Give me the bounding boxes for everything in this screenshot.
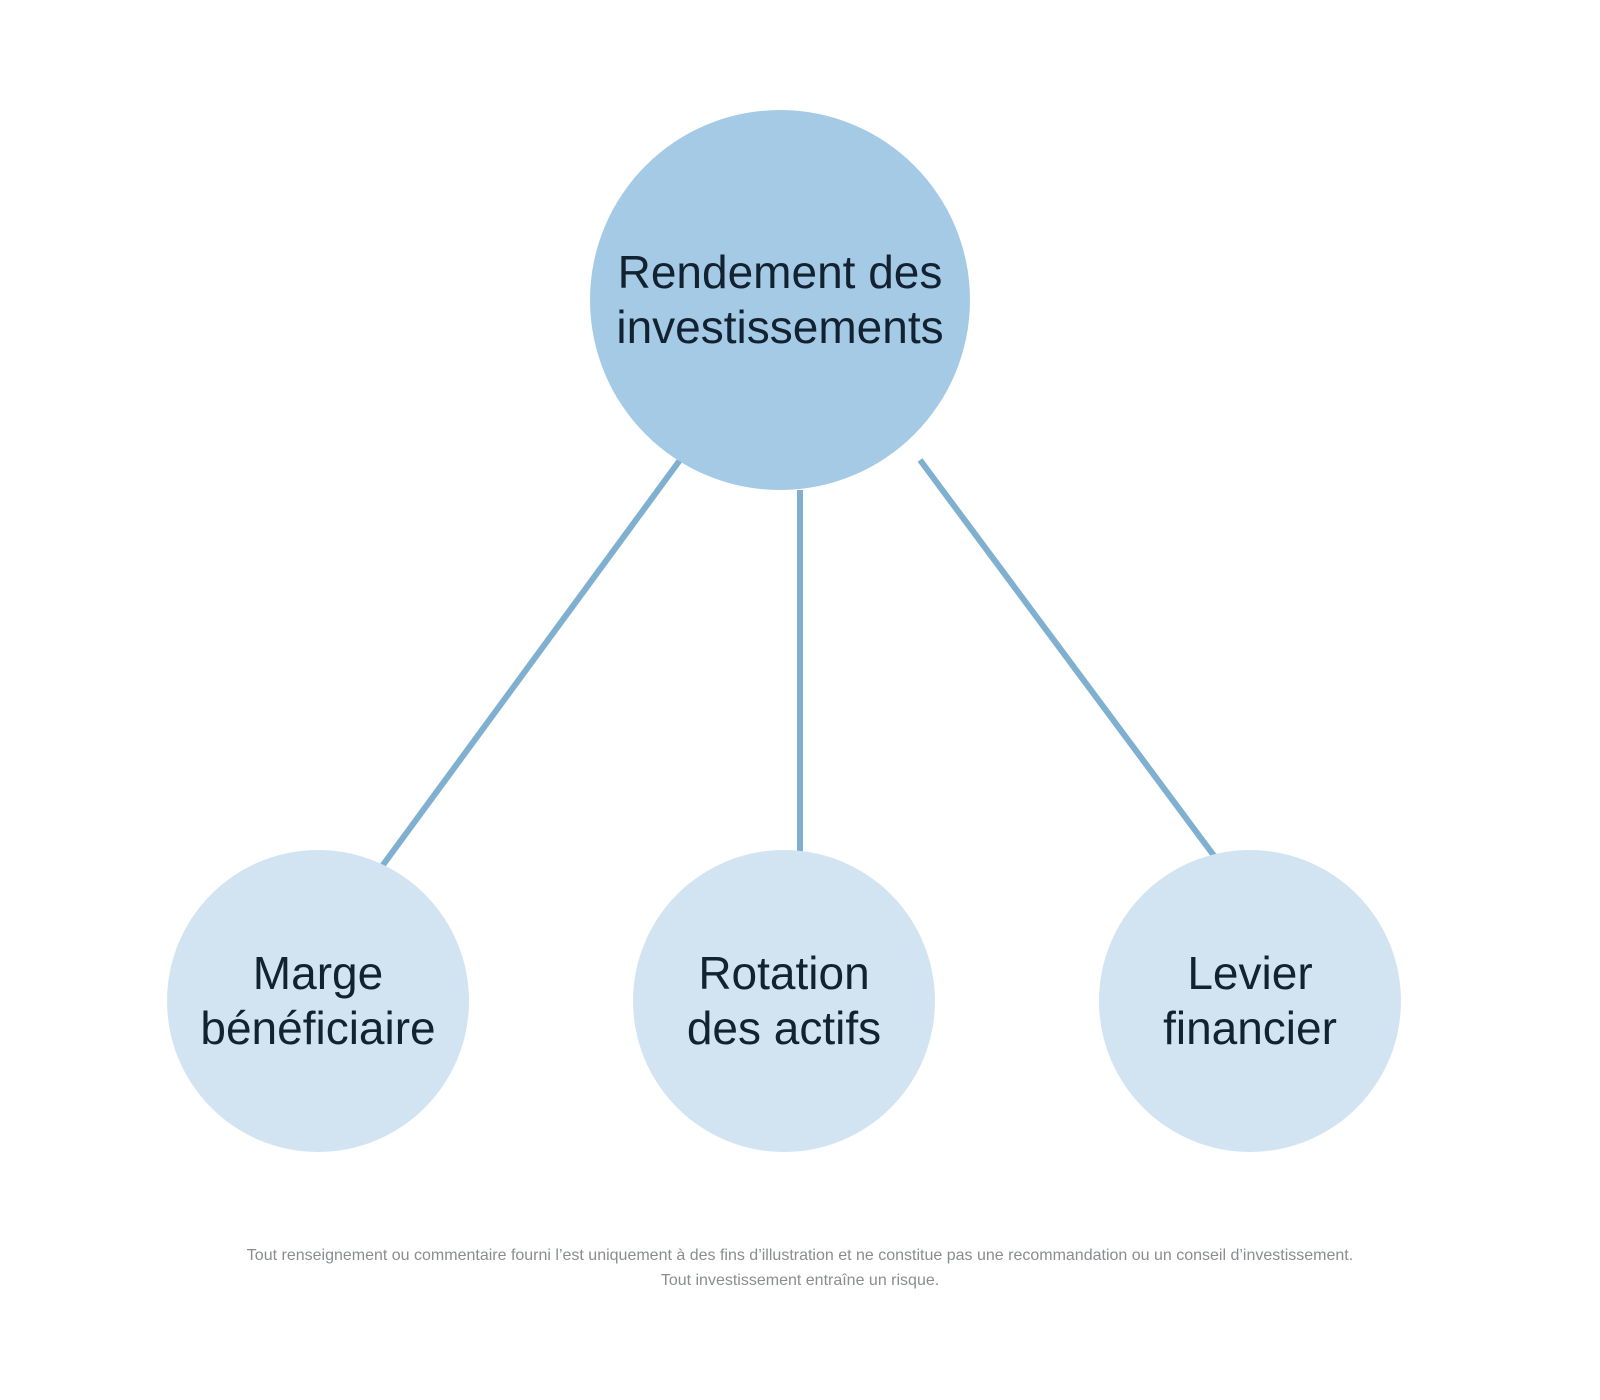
child-node-asset-turnover: Rotation des actifs (633, 850, 935, 1152)
child-node-profit-margin: Marge bénéficiaire (167, 850, 469, 1152)
child-label-line1: Marge (252, 946, 384, 999)
child-node-financial-leverage: Levier financier (1099, 850, 1401, 1152)
disclaimer-line2: Tout investissement entraîne un risque. (660, 1272, 940, 1289)
root-label-line1: Rendement des (617, 245, 943, 298)
disclaimer: Tout renseignement ou commentaire fourni… (0, 1243, 1600, 1293)
child-label-line2: financier (1163, 1002, 1337, 1054)
child-label-line1: Rotation (698, 946, 870, 999)
child-label-line2: bénéficiaire (200, 1002, 436, 1054)
root-node-return-on-investment: Rendement des investissements (590, 110, 970, 490)
root-label-line2: investissements (616, 301, 944, 353)
child-label-line1: Levier (1187, 946, 1313, 999)
connector-root-to-leverage (917, 458, 1235, 882)
disclaimer-line1: Tout renseignement ou commentaire fourni… (246, 1247, 1354, 1264)
child-label-line2: des actifs (686, 1002, 882, 1054)
connector-root-to-margin (369, 458, 683, 882)
